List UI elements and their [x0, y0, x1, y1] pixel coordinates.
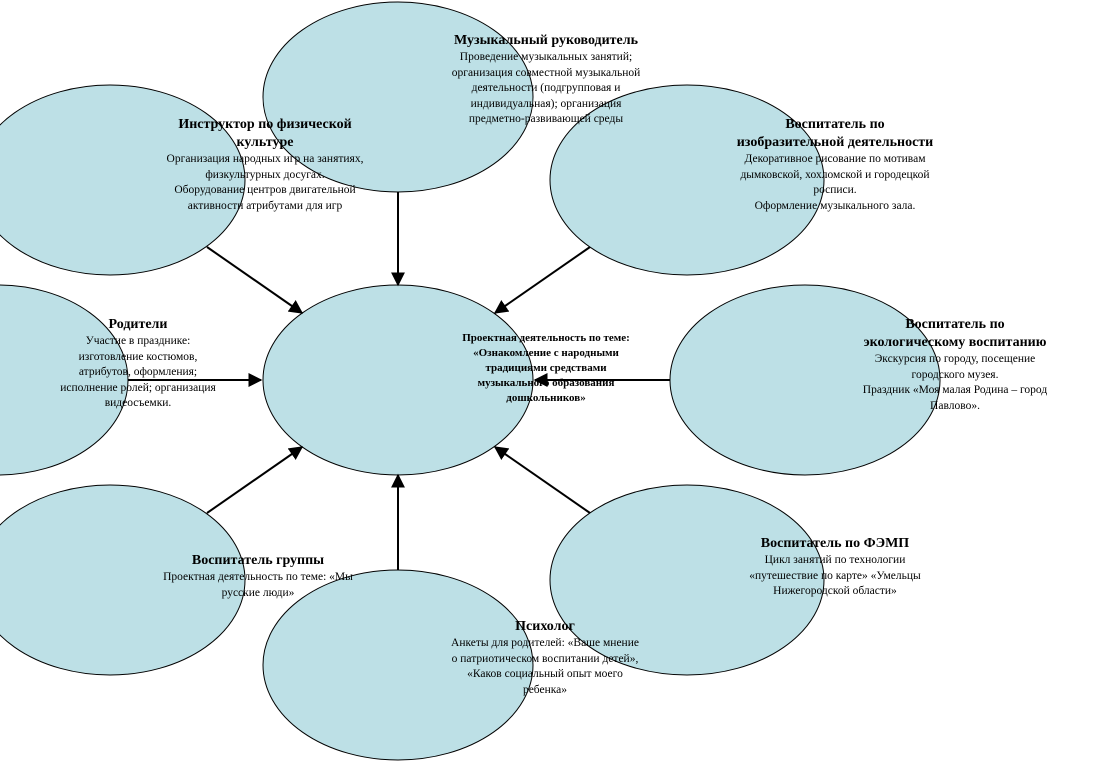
- node-group-title: Воспитатель группы: [191, 553, 325, 568]
- node-ecology-title: Воспитатель по экологическому воспитанию: [863, 317, 1047, 350]
- connectors-group: [128, 192, 670, 570]
- node-group-body: Проектная деятельность по теме: «Мы русс…: [163, 571, 353, 599]
- arrow-group-to-center: [206, 446, 304, 514]
- node-physical: Инструктор по физической культуре Органи…: [165, 116, 365, 214]
- center-node-text: Проектная деятельность по теме: «Ознаком…: [462, 332, 630, 404]
- node-parents: Родители Участие в празднике: изготовлен…: [58, 316, 218, 412]
- node-psych: Психолог Анкеты для родителей: «Ваше мне…: [450, 618, 640, 698]
- node-math-title: Воспитатель по ФЭМП: [760, 536, 910, 551]
- node-math-body: Цикл занятий по технологии «путешествие …: [749, 554, 921, 597]
- ellipses-group: [0, 1, 941, 761]
- node-ecology-body: Экскурсия по городу, посещение городског…: [862, 353, 1048, 412]
- node-psych-body: Анкеты для родителей: «Ваше мнение о пат…: [451, 637, 639, 696]
- node-art-body: Декоративное рисование по мотивам дымков…: [740, 153, 930, 212]
- node-music-body: Проведение музыкальных занятий; организа…: [451, 51, 641, 125]
- node-music: Музыкальный руководитель Проведение музы…: [446, 32, 646, 128]
- node-parents-title: Родители: [108, 317, 168, 332]
- node-math: Воспитатель по ФЭМП Цикл занятий по техн…: [740, 535, 930, 600]
- node-art: Воспитатель по изобразительной деятельно…: [735, 116, 935, 214]
- node-physical-body: Организация народных игр на занятиях, фи…: [166, 153, 364, 212]
- arrow-art-to-center: [493, 246, 591, 314]
- node-psych-title: Психолог: [515, 619, 575, 634]
- node-ecology: Воспитатель по экологическому воспитанию…: [855, 316, 1055, 414]
- arrow-physical-to-center: [206, 246, 304, 314]
- ellipse-math: [549, 484, 825, 676]
- ellipse-group: [0, 484, 246, 676]
- node-group: Воспитатель группы Проектная деятельност…: [158, 552, 358, 601]
- ellipse-physical: [0, 84, 246, 276]
- node-music-title: Музыкальный руководитель: [453, 33, 639, 48]
- arrow-math-to-center: [493, 446, 591, 514]
- node-parents-body: Участие в празднике: изготовление костюм…: [60, 335, 216, 409]
- ellipse-art: [549, 84, 825, 276]
- node-physical-title: Инструктор по физической культуре: [178, 117, 352, 150]
- node-art-title: Воспитатель по изобразительной деятельно…: [736, 117, 934, 150]
